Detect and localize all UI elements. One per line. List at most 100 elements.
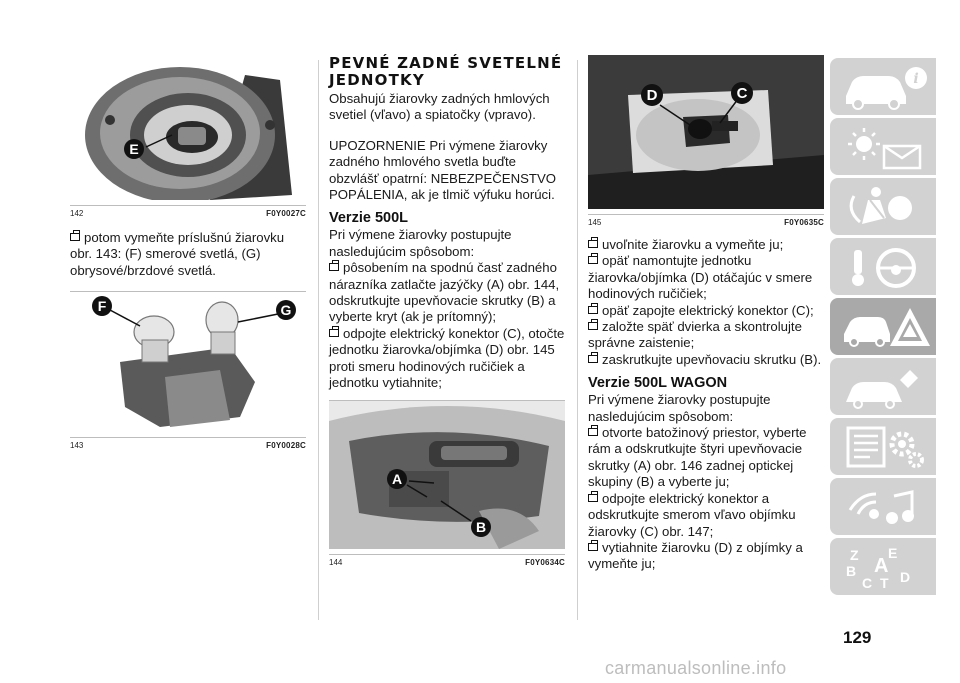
svg-text:G: G — [281, 302, 292, 318]
warning-lights-icon — [848, 128, 922, 170]
tab-starting-driving[interactable] — [830, 238, 936, 295]
svg-text:E: E — [129, 141, 138, 157]
figure-divider — [70, 291, 306, 293]
figure-number: 143 — [70, 441, 84, 451]
figure-divider — [70, 205, 306, 206]
step-bullet-icon — [588, 425, 598, 437]
svg-text:B: B — [476, 519, 486, 535]
section-heading: PEVNÉ ZADNÉ SVETELNÉ JEDNOTKY — [329, 54, 563, 89]
figure-code: F0Y0634C — [525, 557, 565, 567]
figure-142: E 142 F0Y0027C — [70, 55, 306, 220]
svg-text:C: C — [862, 575, 872, 590]
maintenance-icon — [846, 370, 918, 409]
callout-e — [124, 139, 144, 159]
step-bullet-icon — [588, 490, 598, 502]
figure-code: F0Y0635C — [784, 218, 824, 227]
figure-code: F0Y0028C — [266, 441, 306, 451]
figure-divider — [329, 399, 565, 401]
column-divider — [318, 60, 319, 620]
svg-text:B: B — [846, 563, 856, 579]
tab-maintenance[interactable] — [830, 358, 936, 415]
technical-data-icon — [846, 426, 924, 468]
list-item: uvoľnite žiarovku a vymeňte ju; — [588, 237, 824, 253]
column-divider — [577, 60, 578, 620]
list-item: založte späť dvierka a skontrolujte sprá… — [588, 319, 802, 351]
tab-multimedia[interactable] — [830, 478, 936, 535]
svg-text:F: F — [98, 298, 107, 314]
figure-caption: 145 F0Y0635C — [588, 215, 824, 229]
list-item: pôsobením na spodnú časť zadného nárazní… — [329, 260, 560, 325]
step-bullet-icon — [329, 260, 339, 272]
bulb-holder-photo: F G — [70, 292, 306, 433]
svg-text:C: C — [737, 85, 748, 102]
callout-b — [471, 516, 491, 537]
figure-code: F0Y0027C — [266, 209, 306, 218]
step-bullet-icon — [588, 253, 598, 265]
figure-144: A B 144 F0Y0634C — [329, 399, 565, 569]
step-bullet-icon — [588, 319, 598, 331]
intro-text: Obsahujú žiarovky zadných hmlových sveti… — [329, 91, 550, 123]
starting-driving-icon — [852, 248, 916, 288]
tab-emergency[interactable] — [830, 298, 936, 355]
svg-text:D: D — [647, 87, 658, 104]
figure-divider — [329, 553, 565, 555]
step-bullet-icon — [588, 351, 598, 363]
figure-number: 145 — [588, 218, 602, 227]
list-item: opäť zapojte elektrický konektor (C); — [588, 302, 824, 319]
steps-list: uvoľnite žiarovku a vymeňte ju; opäť nam… — [588, 237, 824, 368]
svg-text:D: D — [900, 569, 910, 585]
figure-number: 144 — [329, 557, 343, 567]
watermark: carmanualsonline.info — [605, 658, 787, 678]
headlight-photo: E — [70, 55, 306, 203]
callout-a — [387, 468, 407, 489]
callout-g — [276, 300, 296, 321]
tab-car-info[interactable]: i — [830, 58, 936, 115]
svg-text:i: i — [913, 71, 918, 87]
list-item: odpojte elektrický konektor a odskrutkuj… — [588, 490, 796, 539]
car-info-icon: i — [846, 67, 927, 110]
warning-text: UPOZORNENIE Pri výmene žiarovky zadného … — [329, 137, 557, 203]
middle-column: PEVNÉ ZADNÉ SVETELNÉ JEDNOTKY Obsahujú ž… — [329, 55, 565, 569]
list-item: opäť namontujte jednotku žiarovka/objímk… — [588, 253, 813, 302]
figure-caption: 144 F0Y0634C — [329, 555, 565, 569]
rear-light-photo: D C — [588, 55, 824, 209]
subheading: Verzie 500L — [329, 210, 408, 227]
index-icon: Z E B A C T D — [846, 545, 910, 590]
callout-c — [731, 82, 753, 104]
sub-intro-text: Pri výmene žiarovky postupujte nasledujú… — [329, 227, 512, 259]
figure-145: D C 145 F0Y0635C — [588, 55, 824, 229]
step-bullet-icon — [329, 325, 339, 337]
tab-safety[interactable] — [830, 178, 936, 235]
list-item: vytiahnite žiarovku (D) z objímky a vyme… — [588, 539, 803, 572]
svg-text:A: A — [392, 471, 402, 487]
left-column: E 142 F0Y0027C potom vymeňte príslušnú ž… — [70, 55, 306, 452]
svg-text:Z: Z — [850, 547, 859, 563]
svg-text:A: A — [874, 555, 888, 577]
tab-index[interactable]: Z E B A C T D — [830, 538, 936, 595]
step-bullet-icon — [588, 302, 598, 314]
tab-warning-lights[interactable] — [830, 118, 936, 175]
right-column: D C 145 F0Y0635C uvoľnite žiarovku a vym… — [588, 55, 824, 573]
list-item: potom vymeňte príslušnú žiarovku obr. 14… — [70, 230, 285, 278]
figure-caption: 142 F0Y0027C — [70, 206, 306, 220]
list-item: zaskrutkujte upevňovaciu skrutku (B). — [588, 351, 824, 368]
bumper-photo: A B — [329, 400, 565, 549]
svg-text:E: E — [888, 545, 897, 561]
emergency-icon — [844, 308, 930, 347]
step-bullet-icon — [70, 230, 80, 241]
figure-divider — [70, 437, 306, 439]
figure-divider — [588, 214, 824, 215]
step-bullet-icon — [588, 237, 598, 248]
callout-d — [641, 84, 663, 106]
subheading: Verzie 500L WAGON — [588, 375, 728, 392]
callout-f — [92, 296, 112, 317]
safety-airbag-icon — [849, 187, 912, 224]
figure-caption: 143 F0Y0028C — [70, 438, 306, 452]
tab-technical-data[interactable] — [830, 418, 936, 475]
multimedia-icon — [848, 490, 914, 524]
list-item: odpojte elektrický konektor (C), otočte … — [329, 325, 565, 391]
list-item: otvorte batožinový priestor, vyberte rám… — [588, 425, 807, 490]
step-bullet-icon — [588, 539, 598, 551]
page-number: 129 — [843, 628, 872, 647]
figure-number: 142 — [70, 209, 84, 218]
